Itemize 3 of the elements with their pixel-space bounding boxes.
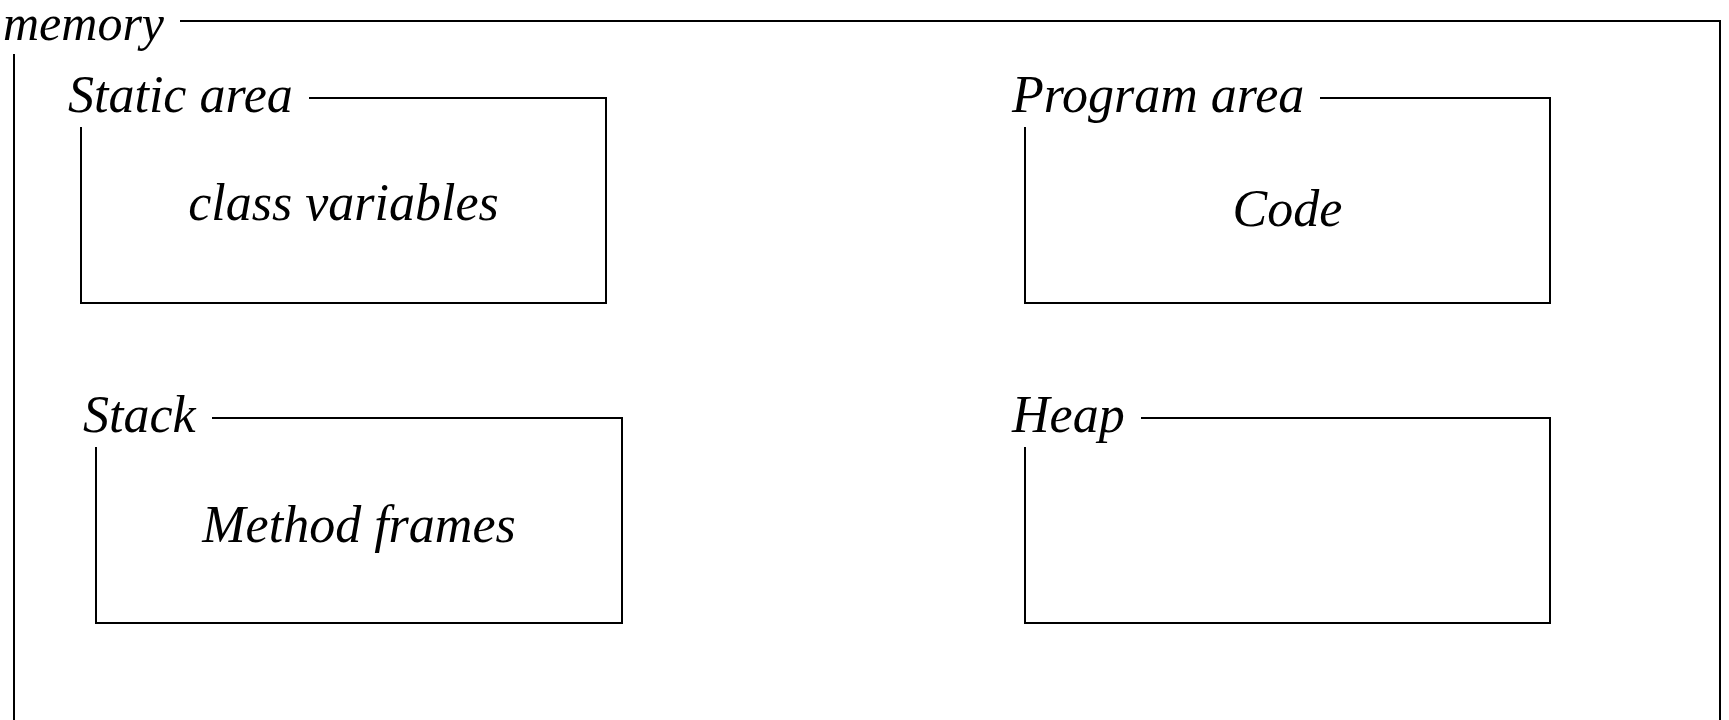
area-content: Method frames (200, 499, 517, 551)
area-content: class variables (187, 177, 500, 229)
area-content: Code (1231, 183, 1344, 235)
